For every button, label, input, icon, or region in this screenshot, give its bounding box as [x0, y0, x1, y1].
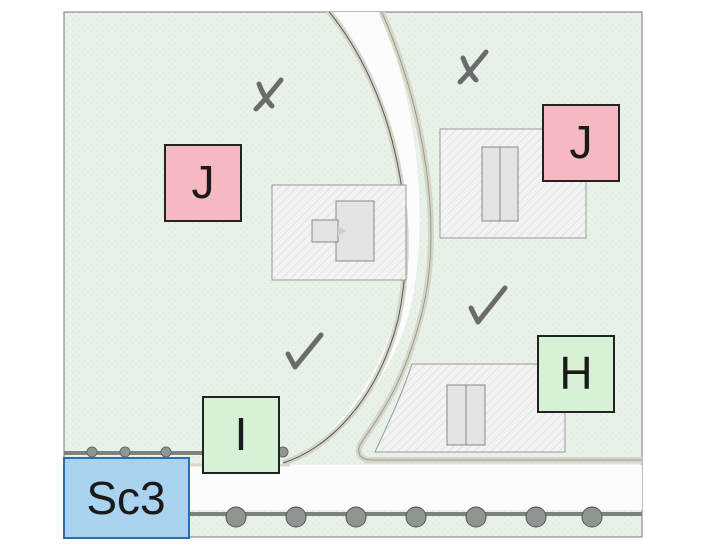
tree-row	[225, 506, 603, 528]
plot-label-j-east: J	[542, 104, 620, 182]
plot-label-i: I	[202, 396, 280, 474]
cross-icon	[253, 77, 284, 112]
svg-text:I: I	[235, 408, 248, 460]
tree-icon	[465, 506, 487, 528]
cross-icon	[457, 49, 489, 85]
tree-icon	[525, 506, 547, 528]
scenario-label: Sc3	[63, 457, 190, 539]
plot-label-h: H	[537, 335, 615, 413]
check-icon	[285, 332, 324, 370]
tree-icon	[345, 506, 367, 528]
tree-icon	[225, 506, 247, 528]
svg-text:H: H	[559, 347, 592, 399]
tree-icon	[581, 506, 603, 528]
plot-label-j-west: J	[164, 144, 242, 222]
svg-text:Sc3: Sc3	[86, 472, 165, 524]
check-icon	[468, 285, 508, 325]
tree-icon	[285, 506, 307, 528]
svg-text:J: J	[192, 156, 215, 208]
curved-road	[190, 12, 642, 510]
tree-icon	[405, 506, 427, 528]
svg-text:J: J	[570, 116, 593, 168]
